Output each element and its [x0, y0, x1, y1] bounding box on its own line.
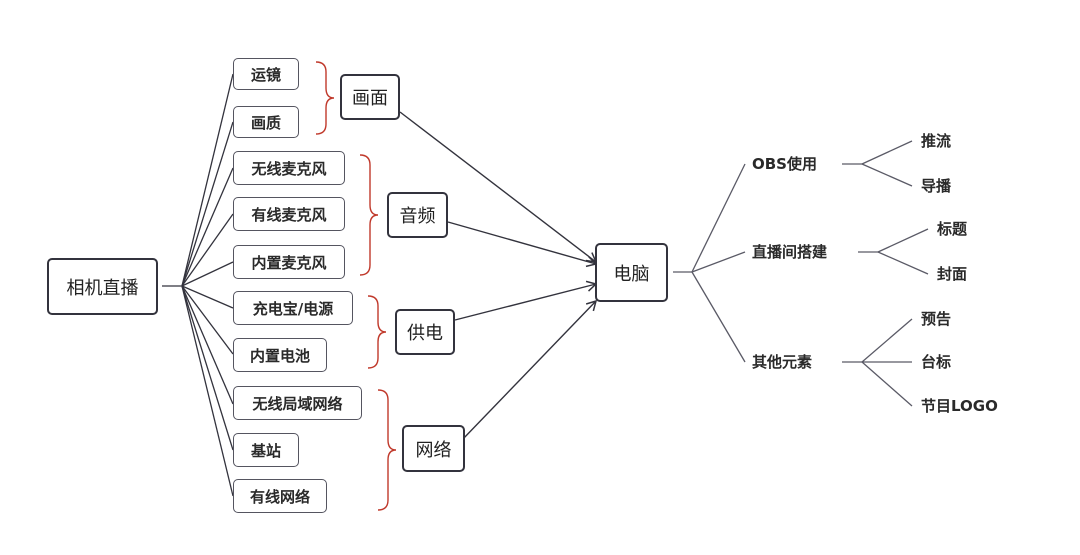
leaf-camera-movement: 运镜 — [233, 58, 299, 90]
root-label: 相机直播 — [66, 277, 139, 299]
arrow-picture-to-hub — [399, 111, 598, 263]
category-label: 网络 — [415, 439, 452, 461]
leaf-powerbank: 充电宝/电源 — [233, 291, 353, 325]
leaf-label: 基站 — [250, 441, 281, 460]
leaf-wired-network: 有线网络 — [233, 479, 327, 513]
root-node: 相机直播 — [47, 258, 158, 315]
leaf-label: 有线网络 — [249, 487, 310, 506]
leaf-label: 内置麦克风 — [251, 253, 327, 272]
hub-fan-lines — [673, 163, 746, 363]
leaf-wlan: 无线局域网络 — [233, 386, 362, 420]
arrow-network-to-hub — [461, 299, 598, 441]
category-power: 供电 — [395, 309, 455, 355]
leaf-label: 运镜 — [250, 65, 281, 84]
leaf-label: 内置电池 — [249, 346, 310, 365]
output-obs-item: 推流 — [921, 132, 952, 150]
category-network: 网络 — [402, 425, 465, 472]
output-other-item: 预告 — [921, 310, 952, 328]
category-label: 画面 — [352, 88, 388, 109]
output-room-item: 标题 — [937, 220, 968, 238]
leaf-label: 无线麦克风 — [251, 159, 327, 178]
category-audio: 音频 — [387, 192, 448, 238]
arrow-audio-to-hub — [447, 221, 598, 268]
hub-node: 电脑 — [595, 243, 668, 302]
leaf-image-quality: 画质 — [233, 106, 299, 138]
output-sub-lines — [842, 140, 929, 407]
brace-picture — [315, 61, 335, 135]
output-other: 其他元素 — [752, 353, 813, 371]
brace-audio — [359, 154, 379, 276]
leaf-label: 画质 — [250, 113, 281, 132]
grouping-braces — [315, 61, 397, 511]
leaf-base-station: 基站 — [233, 433, 299, 467]
output-obs: OBS使用 — [752, 155, 817, 173]
brace-network — [377, 389, 397, 511]
leaf-label: 有线麦克风 — [251, 205, 327, 224]
output-other-item: 台标 — [921, 353, 952, 371]
output-other-item: 节目LOGO — [921, 397, 998, 415]
category-label: 供电 — [407, 323, 443, 344]
category-picture: 画面 — [340, 74, 400, 120]
category-label: 音频 — [399, 206, 436, 227]
output-obs-item: 导播 — [921, 177, 952, 195]
leaf-wireless-mic: 无线麦克风 — [233, 151, 345, 185]
leaf-label: 充电宝/电源 — [252, 299, 334, 318]
leaf-builtin-mic: 内置麦克风 — [233, 245, 345, 279]
leaf-builtin-battery: 内置电池 — [233, 338, 327, 372]
output-room-item: 封面 — [937, 265, 968, 283]
leaf-wired-mic: 有线麦克风 — [233, 197, 345, 231]
root-fan-lines — [162, 73, 234, 497]
arrow-power-to-hub — [454, 280, 598, 321]
hub-label: 电脑 — [613, 263, 650, 285]
brace-power — [367, 295, 387, 369]
output-room: 直播间搭建 — [752, 243, 828, 261]
leaf-label: 无线局域网络 — [252, 394, 343, 413]
